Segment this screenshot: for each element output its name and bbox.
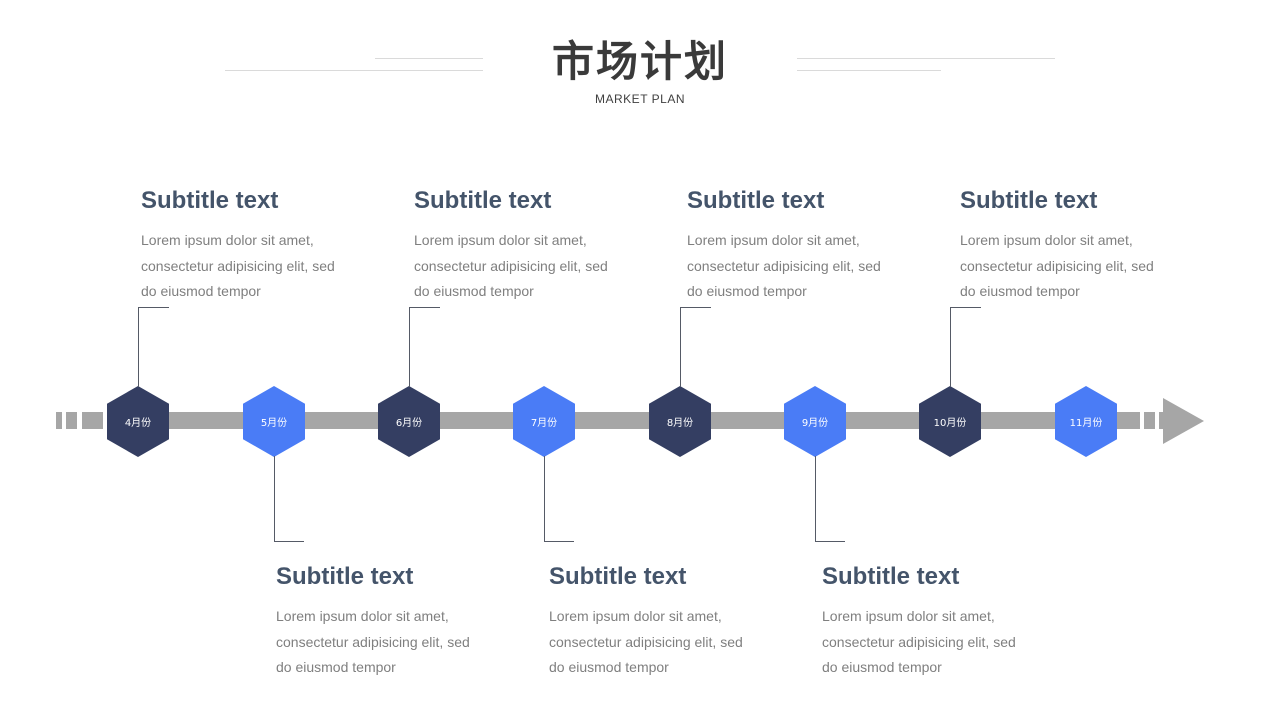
card-text-line: Lorem ipsum dolor sit amet,: [414, 232, 587, 248]
milestone-card-jun: Subtitle text Lorem ipsum dolor sit amet…: [414, 186, 654, 305]
card-title: Subtitle text: [687, 187, 825, 214]
connector-line: [274, 456, 275, 541]
connector-line: [544, 541, 574, 542]
card-text-line: consectetur adipisicing elit, sed: [549, 633, 743, 650]
card-text: Lorem ipsum dolor sit amet, consectetur …: [822, 604, 1062, 681]
card-text-line: Lorem ipsum dolor sit amet,: [141, 232, 314, 248]
card-text: Lorem ipsum dolor sit amet, consectetur …: [414, 228, 654, 305]
card-text-line: Lorem ipsum dolor sit amet,: [687, 232, 860, 248]
page-subtitle: MARKET PLAN: [595, 92, 685, 106]
milestone-card-aug: Subtitle text Lorem ipsum dolor sit amet…: [687, 186, 927, 305]
milestone-card-oct: Subtitle text Lorem ipsum dolor sit amet…: [960, 186, 1200, 305]
decorative-line-left-upper: [375, 58, 483, 59]
card-text-line: Lorem ipsum dolor sit amet,: [276, 608, 449, 624]
card-text-line: do eiusmod tempor: [141, 283, 261, 299]
card-text-line: consectetur adipisicing elit, sed: [687, 257, 881, 274]
card-title: Subtitle text: [276, 563, 414, 590]
connector-line: [409, 307, 440, 308]
card-title: Subtitle text: [414, 187, 552, 214]
milestone-card-may: Subtitle text Lorem ipsum dolor sit amet…: [276, 562, 516, 681]
card-text-line: consectetur adipisicing elit, sed: [414, 257, 608, 274]
card-title: Subtitle text: [960, 187, 1098, 214]
card-text-line: do eiusmod tempor: [549, 659, 669, 675]
card-text-line: do eiusmod tempor: [687, 283, 807, 299]
card-text-line: consectetur adipisicing elit, sed: [276, 633, 470, 650]
timeline-dash: [1144, 412, 1155, 429]
timeline-arrow-icon: [1163, 398, 1204, 444]
card-text: Lorem ipsum dolor sit amet, consectetur …: [276, 604, 516, 681]
timeline-node-nov: 11月份: [1055, 386, 1117, 457]
decorative-line-right-lower: [797, 70, 941, 71]
milestone-card-jul: Subtitle text Lorem ipsum dolor sit amet…: [549, 562, 789, 681]
milestone-card-apr: Subtitle text Lorem ipsum dolor sit amet…: [141, 186, 381, 305]
timeline-node-apr: 4月份: [107, 386, 169, 457]
connector-line: [950, 307, 951, 387]
milestone-card-sep: Subtitle text Lorem ipsum dolor sit amet…: [822, 562, 1062, 681]
card-text: Lorem ipsum dolor sit amet, consectetur …: [687, 228, 927, 305]
timeline-dash: [66, 412, 77, 429]
connector-line: [544, 456, 545, 541]
card-text-line: do eiusmod tempor: [276, 659, 396, 675]
connector-line: [815, 541, 845, 542]
timeline-dash: [1119, 412, 1140, 429]
card-text: Lorem ipsum dolor sit amet, consectetur …: [549, 604, 789, 681]
card-text: Lorem ipsum dolor sit amet, consectetur …: [960, 228, 1200, 305]
timeline-node-aug: 8月份: [649, 386, 711, 457]
card-title: Subtitle text: [822, 563, 960, 590]
card-text-line: Lorem ipsum dolor sit amet,: [822, 608, 995, 624]
connector-line: [138, 307, 169, 308]
card-title: Subtitle text: [141, 187, 279, 214]
timeline-node-jun: 6月份: [378, 386, 440, 457]
timeline-dash: [1159, 412, 1165, 429]
timeline-node-may: 5月份: [243, 386, 305, 457]
card-text-line: do eiusmod tempor: [960, 283, 1080, 299]
card-text-line: consectetur adipisicing elit, sed: [822, 633, 1016, 650]
card-text-line: consectetur adipisicing elit, sed: [141, 257, 335, 274]
connector-line: [950, 307, 981, 308]
card-text-line: Lorem ipsum dolor sit amet,: [960, 232, 1133, 248]
card-text: Lorem ipsum dolor sit amet, consectetur …: [141, 228, 381, 305]
timeline-dash: [56, 412, 62, 429]
card-text-line: do eiusmod tempor: [414, 283, 534, 299]
card-text-line: do eiusmod tempor: [822, 659, 942, 675]
decorative-line-left-lower: [225, 70, 483, 71]
timeline-node-oct: 10月份: [919, 386, 981, 457]
connector-line: [680, 307, 681, 387]
connector-line: [138, 307, 139, 387]
decorative-line-right-upper: [797, 58, 1055, 59]
connector-line: [680, 307, 711, 308]
timeline-node-sep: 9月份: [784, 386, 846, 457]
card-text-line: consectetur adipisicing elit, sed: [960, 257, 1154, 274]
timeline-node-jul: 7月份: [513, 386, 575, 457]
connector-line: [274, 541, 304, 542]
timeline-dash: [82, 412, 103, 429]
page-title: 市场计划: [551, 37, 728, 86]
card-text-line: Lorem ipsum dolor sit amet,: [549, 608, 722, 624]
card-title: Subtitle text: [549, 563, 687, 590]
connector-line: [409, 307, 410, 387]
connector-line: [815, 456, 816, 541]
